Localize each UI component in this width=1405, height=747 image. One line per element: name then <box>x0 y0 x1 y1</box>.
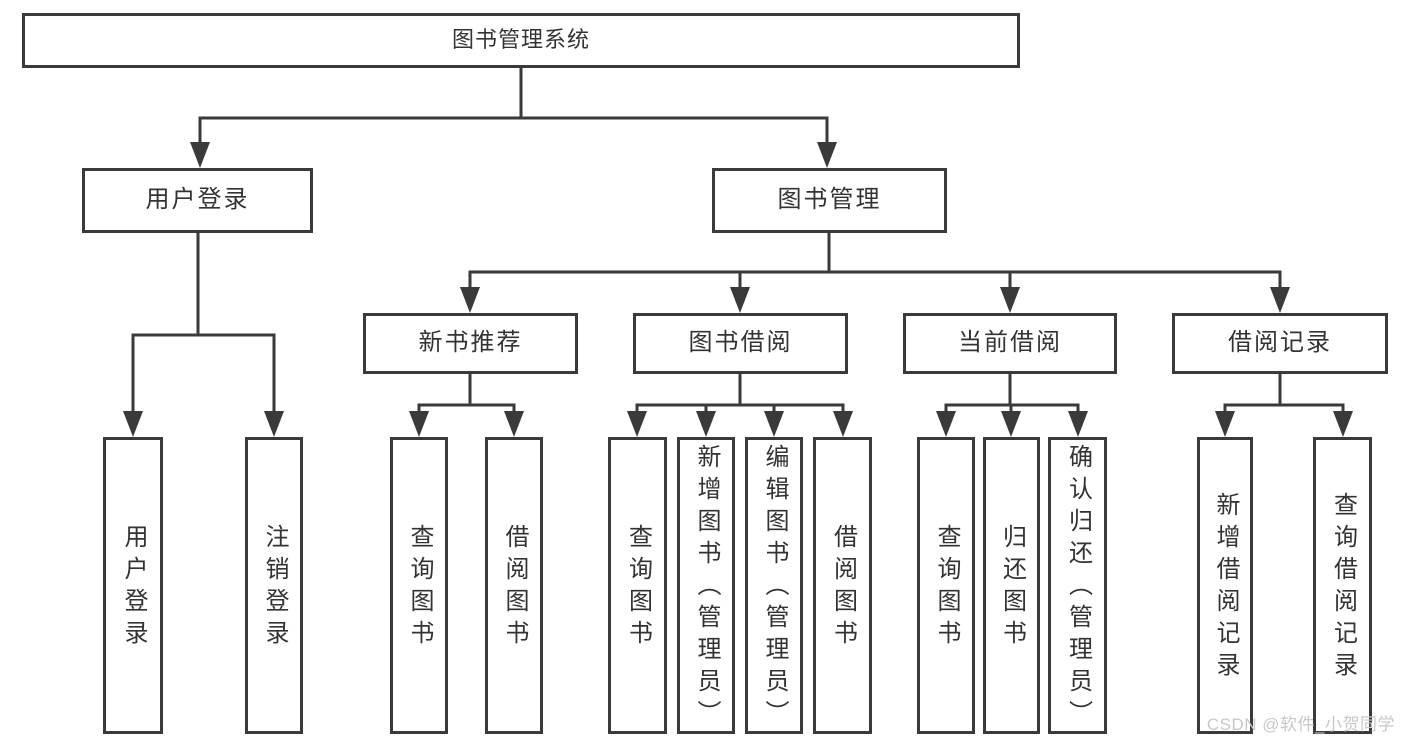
node-library-system: 图书管理系统 <box>22 13 1020 68</box>
leaf-confirm-return-admin: 确认归还（管理员） <box>1048 437 1107 734</box>
node-book-borrowing: 图书借阅 <box>633 313 848 374</box>
node-new-book-recommend: 新书推荐 <box>363 313 578 374</box>
leaf-query-books-current: 查询图书 <box>917 437 975 734</box>
connectors-root-to-level2 <box>190 68 837 168</box>
leaf-query-books-recommend: 查询图书 <box>390 437 448 734</box>
node-borrowing-records: 借阅记录 <box>1172 313 1388 374</box>
node-book-management: 图书管理 <box>712 168 947 233</box>
connectors-book-management-to-level3 <box>460 233 1290 313</box>
leaf-add-borrow-record: 新增借阅记录 <box>1197 437 1253 734</box>
leaf-logout: 注销登录 <box>245 437 303 734</box>
connectors-current-borrowing-to-leaves <box>936 374 1088 437</box>
leaf-add-books-admin: 新增图书（管理员） <box>677 437 735 734</box>
leaf-query-borrow-record: 查询借阅记录 <box>1313 437 1372 734</box>
connectors-borrowing-records-to-leaves <box>1215 374 1353 437</box>
connectors-user-login-to-leaves <box>123 233 284 437</box>
connectors-new-book-recommend-to-leaves <box>409 374 524 437</box>
leaf-user-login: 用户登录 <box>103 437 163 734</box>
leaf-edit-books-admin: 编辑图书（管理员） <box>745 437 803 734</box>
node-user-login: 用户登录 <box>82 168 313 233</box>
csdn-watermark: CSDN @软件_小贺同学 <box>1206 715 1395 734</box>
node-current-borrowing: 当前借阅 <box>903 313 1117 374</box>
leaf-query-books-borrowing: 查询图书 <box>608 437 667 734</box>
connectors-book-borrowing-to-leaves <box>627 374 853 437</box>
leaf-borrow-books-recommend: 借阅图书 <box>485 437 543 734</box>
leaf-return-books: 归还图书 <box>983 437 1040 734</box>
leaf-borrow-books-borrowing: 借阅图书 <box>813 437 872 734</box>
